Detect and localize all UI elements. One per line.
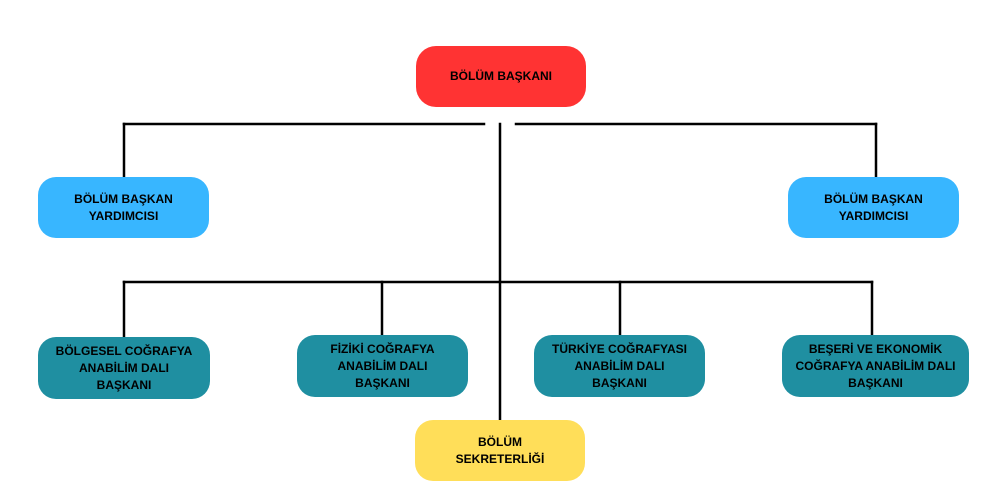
node-department-3: TÜRKİYE COĞRAFYASI ANABİLİM DALI BAŞKANI — [534, 335, 705, 397]
node-secretariat: BÖLÜM SEKRETERLİĞİ — [415, 420, 585, 481]
node-department-4: BEŞERİ VE EKONOMİK COĞRAFYA ANABİLİM DAL… — [782, 335, 969, 397]
node-department-2: FİZİKİ COĞRAFYA ANABİLİM DALI BAŞKANI — [297, 335, 468, 397]
node-department-1: BÖLGESEL COĞRAFYA ANABİLİM DALI BAŞKANI — [38, 337, 210, 399]
node-deputy-left: BÖLÜM BAŞKAN YARDIMCISI — [38, 177, 209, 238]
node-head: BÖLÜM BAŞKANI — [416, 46, 586, 107]
node-deputy-right: BÖLÜM BAŞKAN YARDIMCISI — [788, 177, 959, 238]
